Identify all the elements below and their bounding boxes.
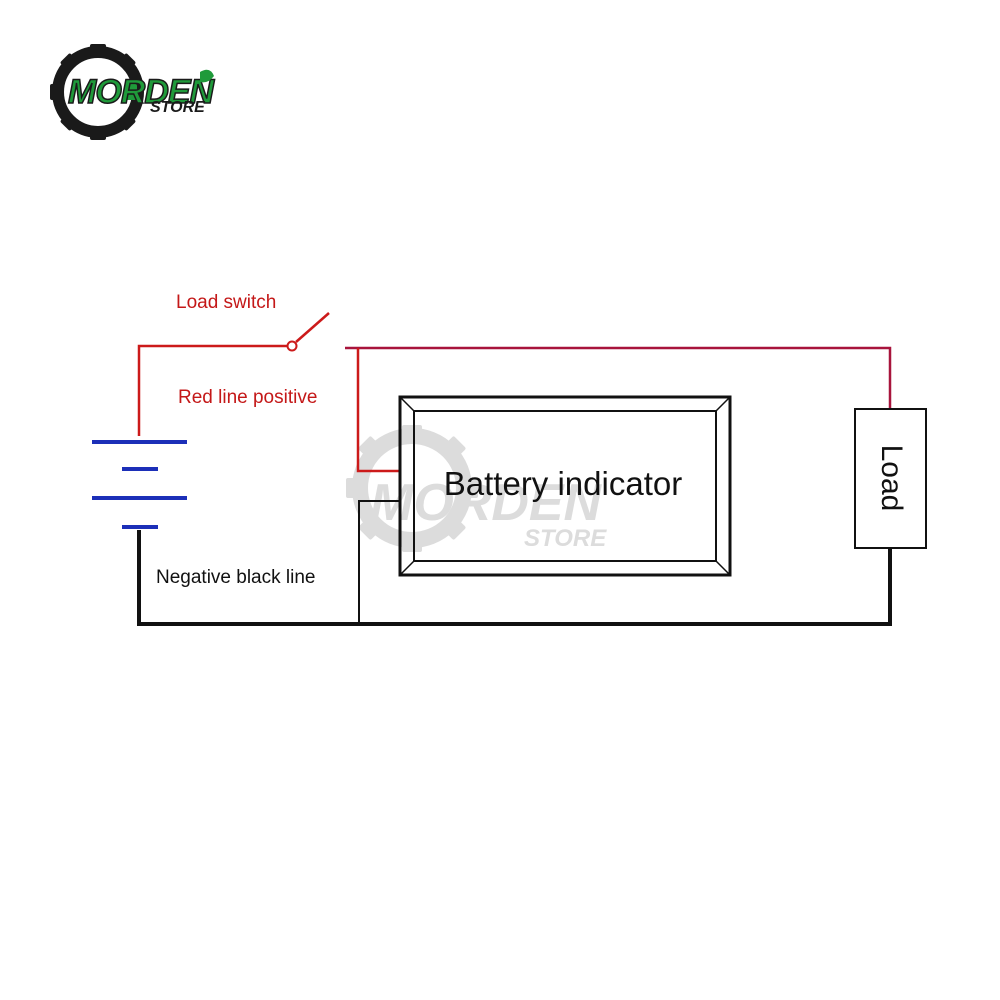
positive-wire-to-indicator [356,348,400,473]
positive-wire-switch-to-load [345,346,892,408]
load-switch-label: Load switch [176,292,276,313]
watermark-brand-text: MORDEN [370,474,603,532]
positive-wire-battery-to-switch [137,344,289,436]
load-box [854,408,927,549]
logo-brand-text: MORDEN [68,73,216,111]
negative-wiring [137,500,892,626]
negative-black-line-label: Negative black line [156,567,315,588]
negative-wire-to-indicator [358,500,400,624]
battery-symbol [92,440,187,529]
load-switch-lever [295,312,330,343]
logo-sub-text: STORE [150,99,206,116]
negative-wire-battery-to-load [137,530,892,626]
positive-wiring [137,312,892,473]
watermark: MORDEN STORE [346,425,607,552]
logo-gear-icon [50,44,144,140]
store-logo: MORDEN STORE [50,44,217,140]
red-line-positive-label: Red line positive [178,387,317,408]
battery-indicator-label: Battery indicator [444,465,682,502]
load-switch-pivot [286,340,298,352]
watermark-gear-icon [346,425,478,552]
watermark-sub-text: STORE [524,525,607,552]
load-label: Load [875,445,908,512]
battery-indicator-box [398,395,732,577]
recycle-leaf-icon [200,69,214,83]
